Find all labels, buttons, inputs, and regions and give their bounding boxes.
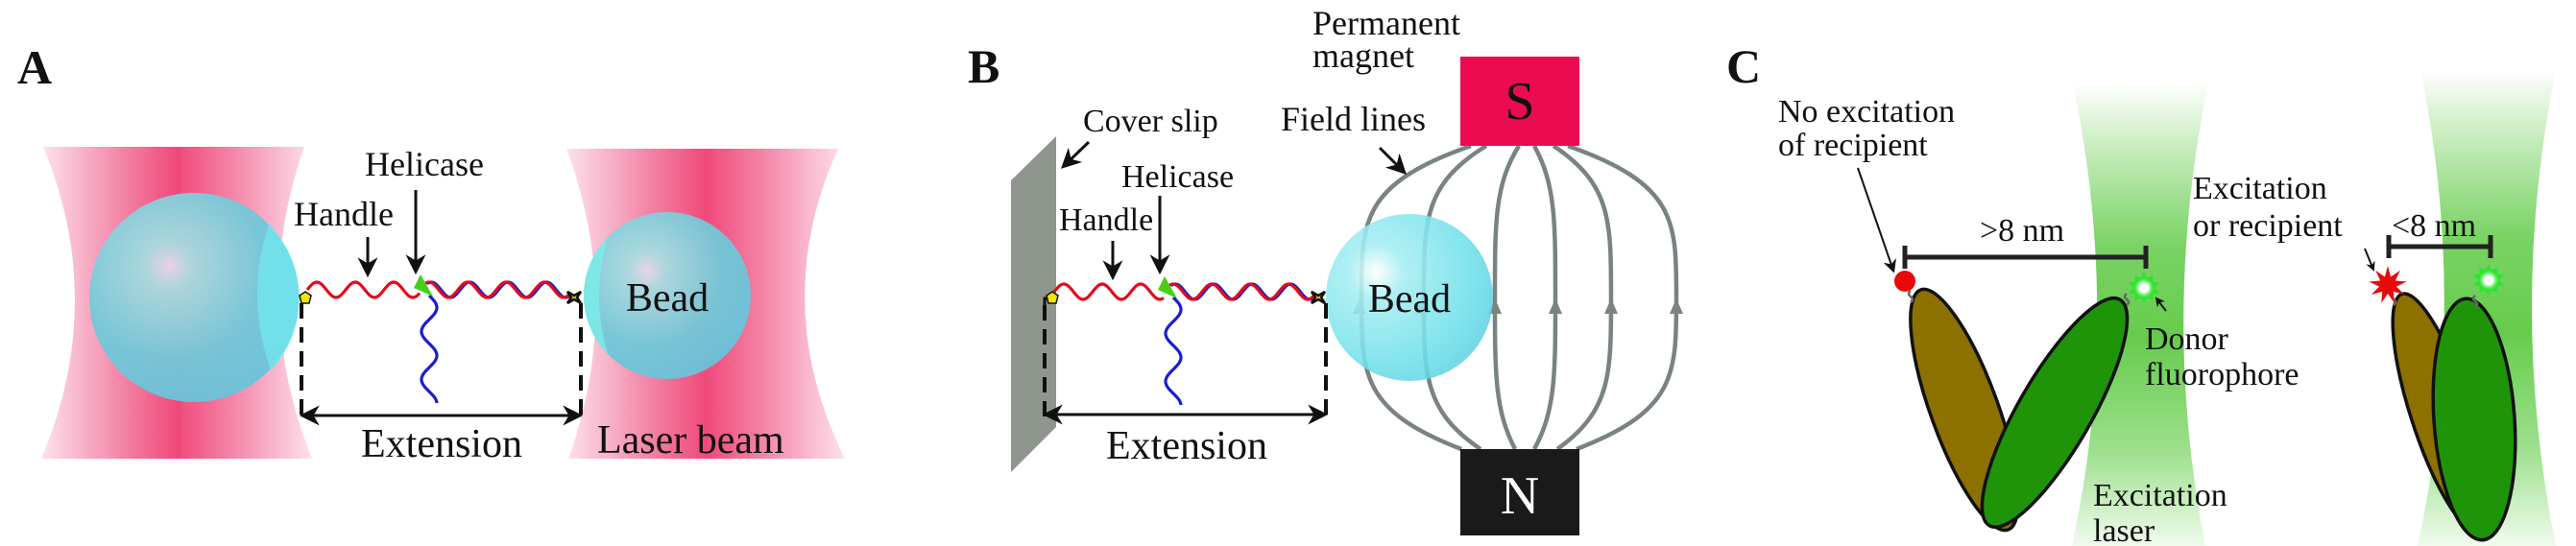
extension-label-a: Extension	[361, 422, 522, 466]
excitation-laser-line1: Excitation	[2093, 478, 2227, 513]
field-direction-arrow	[1604, 298, 1618, 314]
magnet-label-line2: magnet	[1312, 36, 1414, 75]
laser-beam-label: Laser beam	[597, 418, 784, 463]
bead-right	[584, 212, 751, 379]
dna-a-helicase	[414, 274, 433, 297]
excitation-arrow	[2364, 248, 2375, 272]
magnet-south	[1460, 57, 1579, 146]
no-excitation-arrow	[1857, 167, 1896, 273]
handle-label-a: Handle	[294, 195, 394, 233]
handle-label-b: Handle	[1059, 202, 1153, 238]
dna-b-helicase	[1158, 276, 1177, 298]
dna-a-duplex-red-strand	[418, 280, 572, 299]
bead-magnetic	[1326, 214, 1493, 381]
field-lines-arrow	[1378, 146, 1407, 175]
panel-c: C >8 nm No excitation of recipient Donor…	[1726, 39, 2556, 546]
bead-right-rim	[584, 237, 608, 354]
donor-fluorophore-near	[2472, 264, 2505, 297]
donor-glow-core	[2133, 277, 2155, 298]
cover-slip-arrow	[1060, 140, 1091, 169]
donor-arrow	[2155, 297, 2167, 312]
panel-a-label: A	[17, 40, 52, 94]
field-line	[1552, 144, 1614, 451]
field-direction-arrow	[1670, 298, 1683, 314]
excitation-laser-line2: laser	[2093, 513, 2155, 546]
bead-left-rim	[256, 225, 300, 370]
donor-glow-core	[2478, 270, 2499, 291]
panel-b: B Cover slip S N Bead Extension Helicase…	[968, 4, 1683, 535]
distance-near-label: <8 nm	[2392, 208, 2476, 244]
donor-label-line2: fluorophore	[2145, 357, 2299, 392]
acceptor-excited-star	[2369, 266, 2407, 303]
panel-a: A Bead Extension Helicase Handle Laser b…	[17, 40, 845, 466]
bead-left	[89, 193, 299, 402]
no-excitation-line2: of recipient	[1778, 128, 1928, 163]
donor-label-line1: Donor	[2145, 321, 2229, 357]
dna-construct-a	[305, 274, 572, 404]
panel-b-label: B	[968, 39, 999, 93]
excitation-label-line2: or recipient	[2193, 208, 2343, 244]
linker-acceptor-far	[1907, 290, 1914, 303]
extension-label-b: Extension	[1106, 424, 1267, 468]
dna-construct-b	[1052, 276, 1315, 406]
attachment-left-a	[299, 291, 312, 304]
domain-green-near	[2431, 297, 2517, 542]
helicase-label-b: Helicase	[1121, 159, 1234, 195]
linker-donor-near	[2471, 295, 2479, 308]
linker-donor-far	[2123, 293, 2131, 306]
dna-b-unwound-strand	[1164, 296, 1183, 406]
acceptor-unexcited	[1894, 271, 1915, 292]
dna-a-unwound-strand	[420, 294, 439, 404]
magnet-south-label: S	[1505, 72, 1534, 131]
magnet-north	[1460, 449, 1579, 535]
field-direction-arrow	[1549, 298, 1562, 314]
magnet-label-line1: Permanent	[1312, 4, 1460, 42]
field-line	[1567, 143, 1679, 452]
bead-label-a: Bead	[626, 276, 709, 320]
acceptor-excited-burst	[2369, 266, 2407, 303]
excitation-label-line1: Excitation	[2193, 171, 2327, 206]
helicase-label-a: Helicase	[365, 145, 484, 183]
no-excitation-line1: No excitation	[1778, 94, 1955, 130]
dna-b-handle-strand	[1052, 282, 1165, 301]
donor-fluorophore-far	[2128, 272, 2160, 304]
dna-b-duplex-red-strand	[1162, 282, 1315, 301]
field-line	[1532, 144, 1558, 451]
attachment-left-b	[1046, 291, 1059, 304]
distance-far-label: >8 nm	[1980, 213, 2064, 249]
field-lines-label: Field lines	[1281, 100, 1426, 138]
excitation-beam-1	[2072, 83, 2208, 546]
domain-green-far	[1980, 296, 2130, 530]
cover-slip-label: Cover slip	[1083, 104, 1218, 139]
bead-label-b: Bead	[1368, 277, 1451, 321]
panel-c-label: C	[1726, 39, 1761, 93]
magnet-north-label: N	[1501, 466, 1539, 526]
cover-slip	[1011, 136, 1056, 472]
field-line	[1492, 144, 1521, 451]
dna-a-handle-strand	[305, 280, 421, 299]
